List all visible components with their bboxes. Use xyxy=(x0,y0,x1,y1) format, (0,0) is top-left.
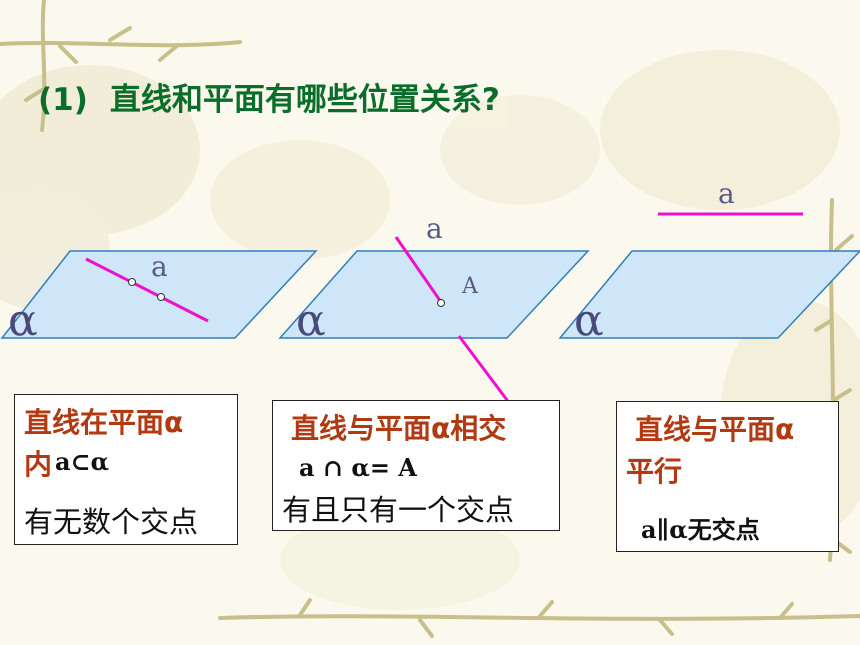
plane-label-alpha-2: α xyxy=(296,295,326,346)
line-a-2-upper xyxy=(394,236,443,303)
point-label-A: A xyxy=(462,274,478,299)
box2-math: a ∩ α= A xyxy=(299,453,417,482)
box3-heading-1: 直线与平面α xyxy=(635,413,795,446)
box-line-parallel-plane: 直线与平面α 平行 a∥α无交点 xyxy=(616,401,839,552)
box1-heading-2: 内 xyxy=(24,448,53,481)
title-number: (1) xyxy=(38,82,88,118)
box2-text: 有且只有一个交点 xyxy=(282,493,515,527)
line-label-a-3: a xyxy=(718,177,735,210)
plane-label-alpha-3: α xyxy=(574,295,604,346)
point-2 xyxy=(157,293,165,301)
box3-math: a∥α无交点 xyxy=(641,515,760,544)
plane-alpha-3 xyxy=(558,250,860,339)
box1-heading-1: 直线在平面α xyxy=(24,406,184,439)
line-a-1 xyxy=(85,257,209,323)
point-1 xyxy=(128,278,136,286)
box2-heading: 直线与平面α相交 xyxy=(291,412,507,445)
diagram-line-intersects-plane xyxy=(278,236,590,409)
line-label-a-1: a xyxy=(151,250,168,283)
diagram-line-in-plane xyxy=(0,250,318,339)
box3-heading-2: 平行 xyxy=(626,455,683,488)
diagram-line-parallel-plane xyxy=(558,212,860,339)
line-label-a-2: a xyxy=(426,212,443,245)
box1-text: 有无数个交点 xyxy=(24,505,199,539)
box-line-in-plane: 直线在平面α 内 a⊂α 有无数个交点 xyxy=(14,394,238,545)
plane-label-alpha-1: α xyxy=(8,295,38,346)
box-line-intersects-plane: 直线与平面α相交 a ∩ α= A 有且只有一个交点 xyxy=(272,400,560,531)
point-A xyxy=(437,299,445,307)
page-title: (1) 直线和平面有哪些位置关系? xyxy=(38,74,500,119)
title-text: 直线和平面有哪些位置关系? xyxy=(109,82,500,118)
line-a-2-lower xyxy=(457,335,515,409)
box1-math: a⊂α xyxy=(55,447,110,476)
